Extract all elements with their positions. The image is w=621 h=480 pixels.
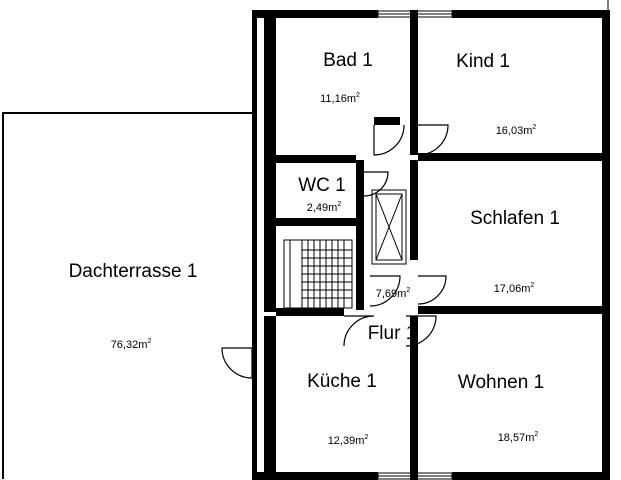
room-area: 12,39m2 [328,434,369,447]
room-name: Küche 1 [307,371,377,392]
room-wc1: WC 1 2,49m2 [298,175,346,214]
skylight [371,189,407,265]
room-schlafen1: Schlafen 1 17,06m2 [470,208,560,295]
doors [221,124,449,379]
room-area: 2,49m2 [307,201,342,214]
room-name: WC 1 [298,175,346,196]
room-area: 7,69m2 [376,287,411,300]
outer-walls [252,10,610,480]
room-dachterrasse1: Dachterrasse 1 76,32m2 [69,261,198,351]
room-area: 11,16m2 [320,92,360,105]
room-area: 17,06m2 [494,282,535,295]
room-flur1: 7,69m2 Flur 1 [368,287,417,344]
terrace-outline [2,112,252,479]
room-kueche1: Küche 1 12,39m2 [307,371,377,447]
room-name: Wohnen 1 [458,372,544,393]
room-area: 76,32m2 [111,338,152,351]
room-name: Kind 1 [456,51,510,72]
room-wohnen1: Wohnen 1 18,57m2 [458,372,544,444]
room-bad1: Bad 1 11,16m2 [320,50,373,105]
staircase [283,239,353,309]
room-name: Schlafen 1 [470,208,560,229]
room-name: Dachterrasse 1 [69,261,198,282]
room-area: 18,57m2 [498,431,539,444]
room-area: 16,03m2 [496,124,537,137]
room-kind1: Kind 1 16,03m2 [456,51,536,137]
room-name: Bad 1 [323,50,373,71]
interior-walls [276,10,610,480]
room-name: Flur 1 [368,323,417,344]
